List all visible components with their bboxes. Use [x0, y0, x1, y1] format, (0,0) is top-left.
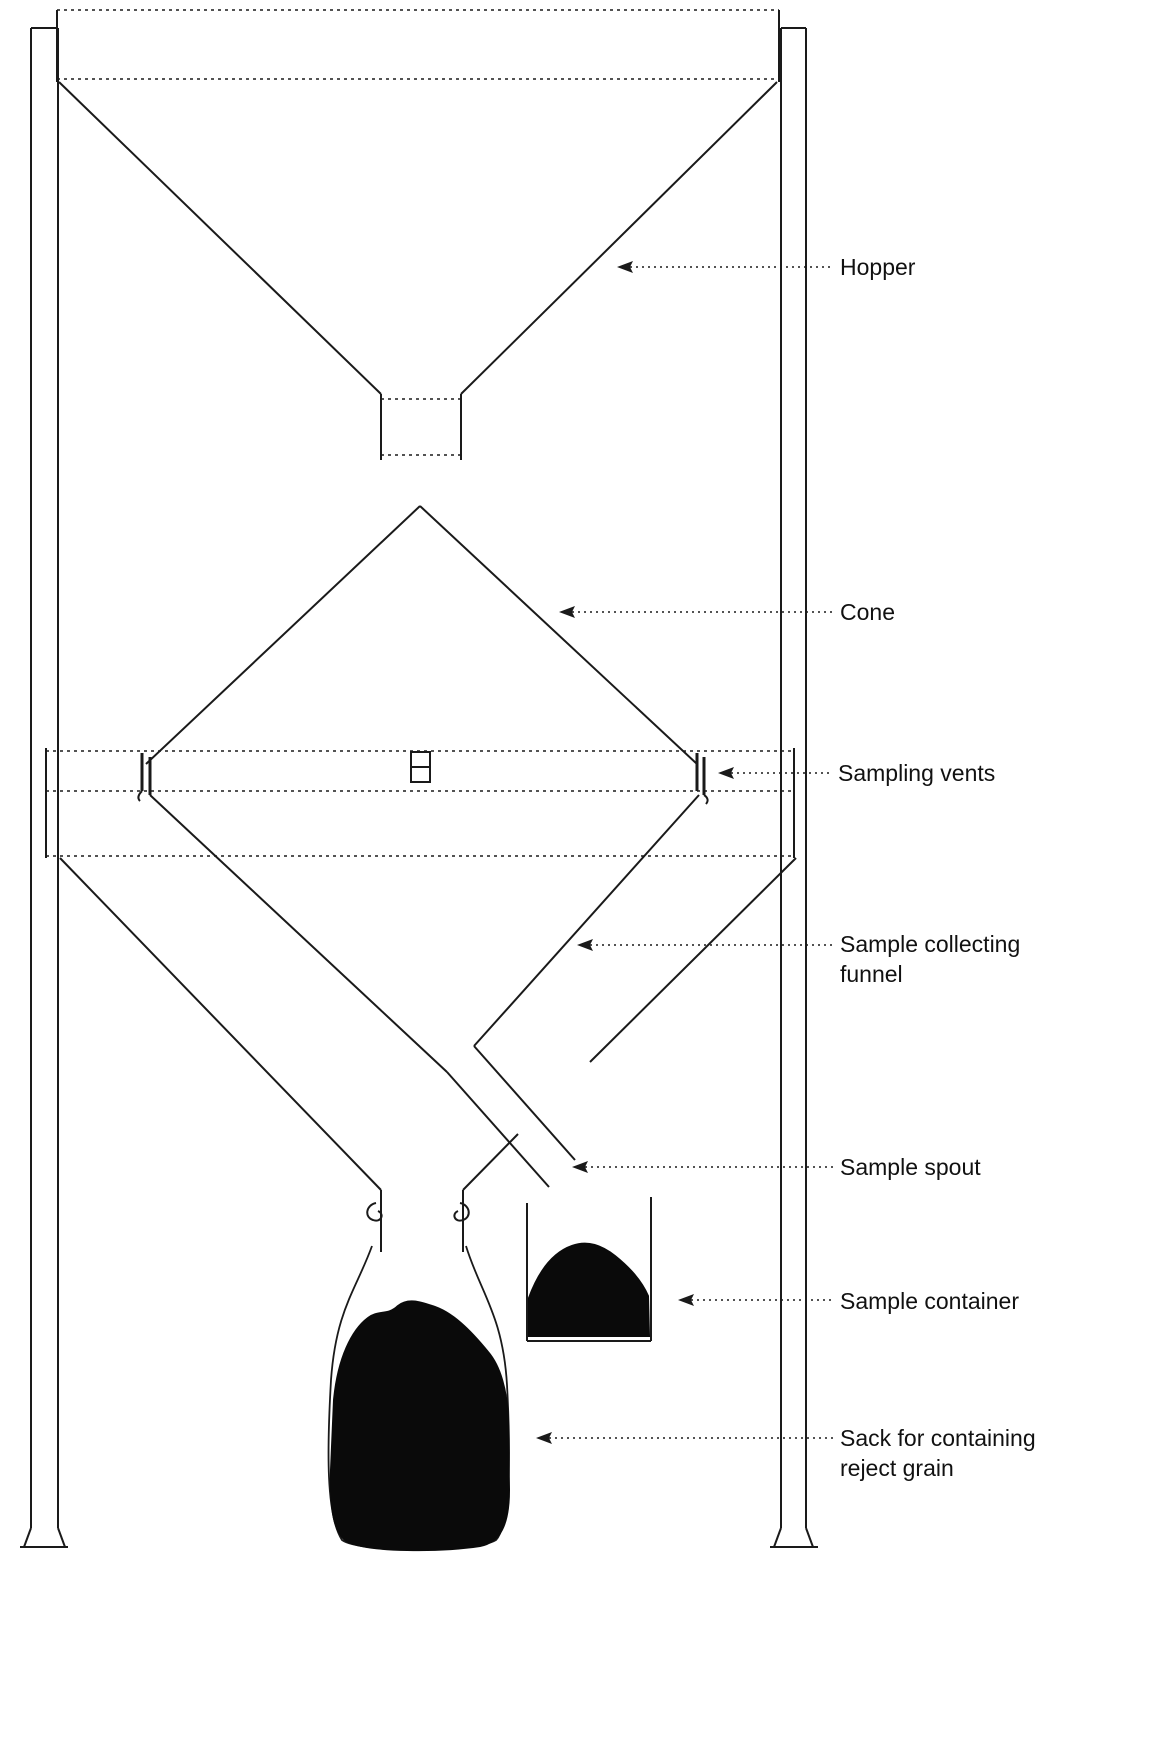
sample-spout [446, 1045, 576, 1188]
cone [145, 505, 698, 765]
label-hopper: Hopper [840, 254, 916, 280]
sample-container [526, 1197, 652, 1342]
vent-left [137, 753, 152, 802]
hopper [56, 9, 780, 395]
label-sack: Sack for containing reject grain [840, 1425, 1036, 1481]
arrow-sack-icon [536, 1432, 552, 1444]
arrowheads [536, 261, 734, 1444]
vent-right [695, 753, 709, 805]
label-sample-container: Sample container [840, 1288, 1019, 1314]
arrow-sample-container-icon [678, 1294, 694, 1306]
label-sampling-vents: Sampling vents [838, 760, 996, 786]
arrow-sample-spout-icon [572, 1161, 588, 1173]
leader-lines [549, 266, 834, 1439]
sack-hooks [366, 1202, 470, 1222]
right-post [770, 27, 818, 1548]
hopper-spout [380, 394, 462, 460]
label-sample-collecting-funnel: Sample collecting funnel [840, 931, 1021, 987]
container-grain [528, 1242, 651, 1337]
center-gate [410, 751, 431, 783]
sack-grain [329, 1300, 511, 1552]
sample-collecting-funnel [149, 794, 700, 1073]
sack-neck [380, 1190, 464, 1252]
label-cone: Cone [840, 599, 895, 625]
arrow-cone-icon [559, 606, 575, 618]
arrow-hopper-icon [617, 261, 633, 273]
arrow-sampling-vents-icon [718, 767, 734, 779]
arrow-collecting-funnel-icon [577, 939, 593, 951]
label-sample-spout: Sample spout [840, 1154, 981, 1180]
reject-funnel [59, 857, 797, 1191]
left-post [20, 27, 68, 1548]
